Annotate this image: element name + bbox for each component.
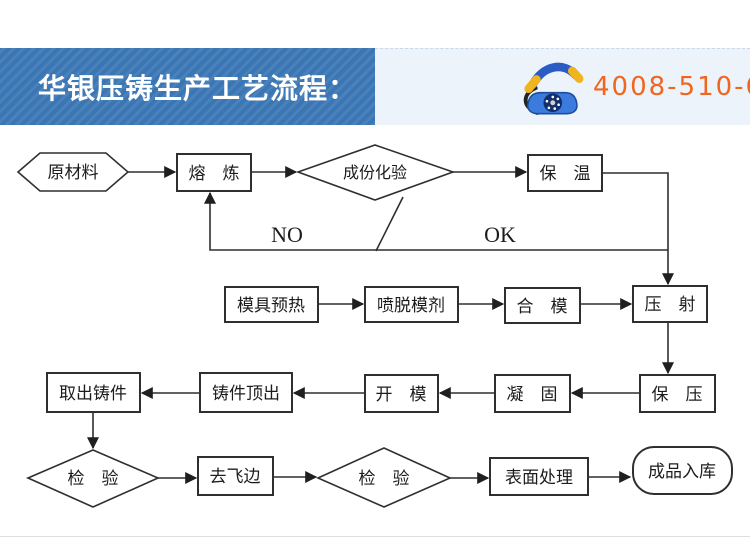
node-finished-storage: 成品入库 [632,446,733,495]
node-holding: 保 温 [527,154,603,192]
node-injection-label: 压 射 [645,295,696,314]
node-casting-eject: 铸件顶出 [199,372,293,413]
node-injection: 压 射 [632,285,708,323]
node-casting-removal: 取出铸件 [46,372,141,413]
node-holding-label: 保 温 [540,164,591,183]
phone-panel: 4008-510-668 [375,48,750,125]
node-pressure-hold-label: 保 压 [652,385,703,404]
node-mold-close: 合 模 [504,287,581,324]
node-solidify-label: 凝 固 [507,385,558,404]
page-title: 华银压铸生产工艺流程： [38,72,358,104]
node-finished-storage-label: 成品入库 [648,462,716,481]
node-raw-material: 原材料 [16,152,130,192]
node-mold-close-label: 合 模 [517,297,568,316]
connector-holding-injection [602,172,674,286]
node-casting-removal-shape [46,372,141,413]
node-mold-preheat-label: 模具预热 [237,296,305,315]
node-deflashing-label: 去飞边 [210,467,261,486]
node-inspection-1-shape [26,449,160,508]
node-solidify: 凝 固 [494,374,571,413]
node-mold-open: 开 模 [364,374,439,413]
node-mold-preheat-shape [224,286,319,323]
node-deflashing: 去飞边 [197,456,274,496]
node-surface-treatment-label: 表面处理 [505,468,573,487]
node-mold-close-shape [504,287,581,324]
node-raw-material-label: 原材料 [48,163,99,182]
node-injection-shape [632,285,708,323]
node-inspection-2-label: 检 验 [359,469,410,488]
node-casting-eject-label: 铸件顶出 [212,384,280,403]
node-surface-treatment: 表面处理 [489,457,589,496]
node-casting-removal-label: 取出铸件 [59,384,127,403]
node-spray-release: 喷脱模剂 [364,286,459,323]
node-composition-test: 成份化验 [295,144,456,201]
node-surface-treatment-shape [489,457,589,496]
node-inspection-2: 检 验 [316,447,452,508]
node-spray-release-shape [364,286,459,323]
node-pressure-hold-shape [639,374,716,413]
node-mold-open-label: 开 模 [376,385,427,404]
node-inspection-1-label: 检 验 [68,469,119,488]
node-pressure-hold: 保 压 [639,374,716,413]
connector-no-return-to-melting [204,191,668,251]
node-casting-eject-shape [199,372,293,413]
node-mold-preheat: 模具预热 [224,286,319,323]
connector-branch-slash [375,196,404,252]
header-banner: 华银压铸生产工艺流程： [0,48,375,125]
node-raw-material-shape [16,152,130,192]
branch-label-no: NO [271,222,303,247]
node-melting-label: 熔 炼 [189,164,240,183]
telephone-icon [523,62,584,115]
node-inspection-1: 检 验 [26,449,160,508]
node-solidify-shape [494,374,571,413]
node-inspection-2-shape [316,447,452,508]
branch-label-ok: OK [484,222,516,247]
node-spray-release-label: 喷脱模剂 [377,296,445,315]
node-composition-test-shape [295,144,456,201]
node-melting-shape [176,153,252,192]
node-melting: 熔 炼 [176,153,252,192]
node-deflashing-shape [197,456,274,496]
node-mold-open-shape [364,374,439,413]
node-holding-shape [527,154,603,192]
node-finished-storage-shape [632,446,733,495]
phone-number: 4008-510-668 [593,72,750,102]
node-composition-test-label: 成份化验 [343,164,407,182]
